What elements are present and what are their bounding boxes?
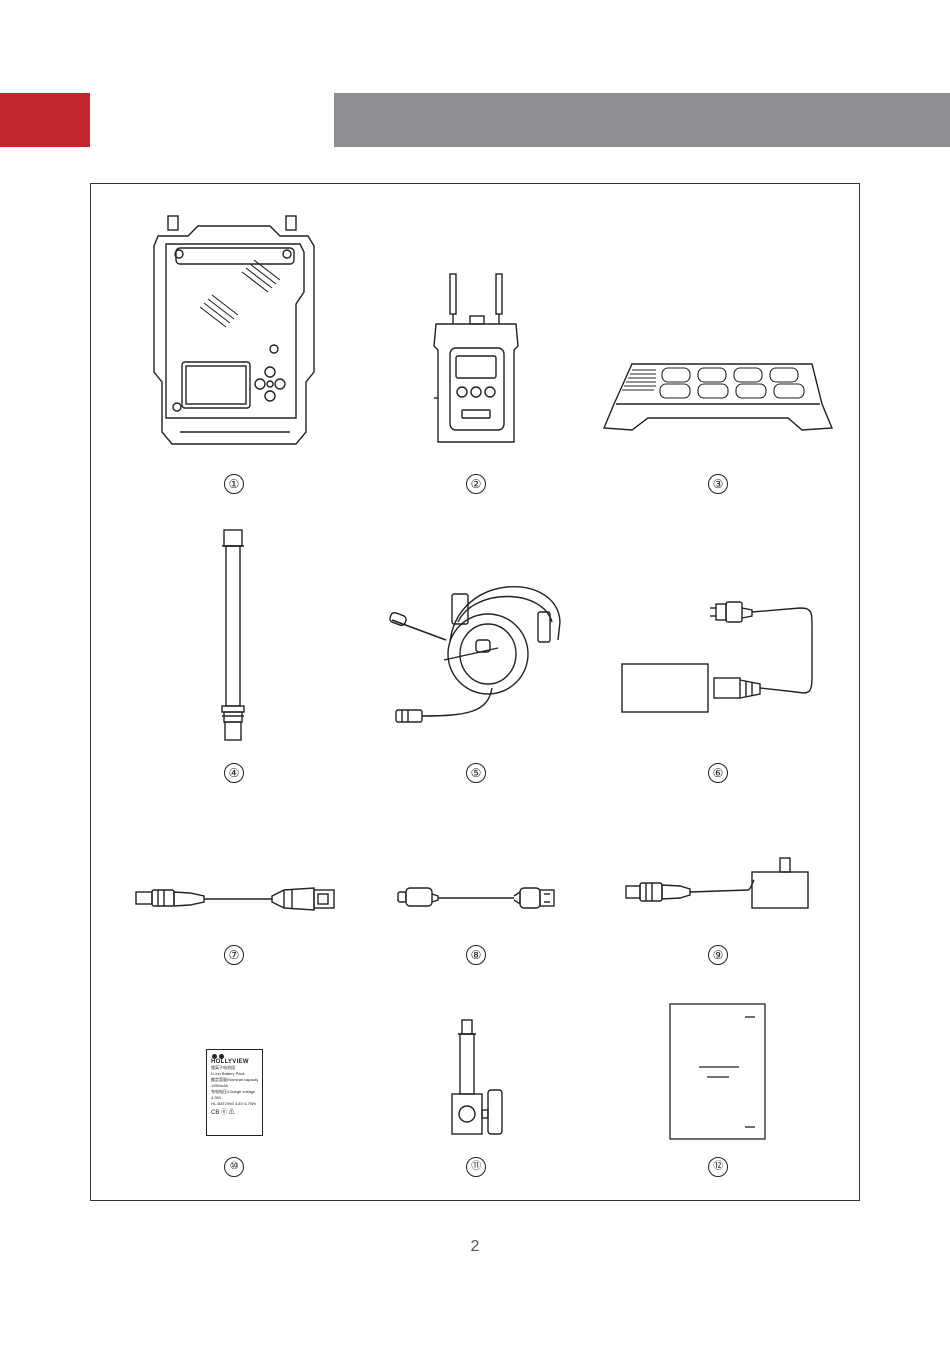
item-number-11: ⑪ — [466, 1157, 486, 1177]
item-number-1: ① — [224, 474, 244, 494]
mounting-clamp-icon — [450, 1018, 506, 1136]
headset-icon — [388, 582, 568, 728]
charging-dock-icon — [602, 358, 834, 436]
section-color-tab — [0, 93, 90, 147]
item-number-6: ⑥ — [708, 763, 728, 783]
xlr-power-adapter-icon — [624, 854, 812, 912]
usb-cable-icon — [396, 884, 556, 912]
battery-icon: HOLLYVIEW 锂离子电池组 Li-ion Battery Pack 额定容… — [206, 1049, 263, 1136]
user-manual-icon — [669, 1003, 766, 1140]
item-number-2: ② — [466, 474, 486, 494]
beltpack-icon — [430, 270, 522, 450]
item-number-12: ⑫ — [708, 1157, 728, 1177]
item-number-4: ④ — [224, 763, 244, 783]
item-number-10: ⑩ — [224, 1157, 244, 1177]
page-number: 2 — [0, 1238, 950, 1256]
item-number-9: ⑨ — [708, 945, 728, 965]
power-cable-icon — [620, 598, 818, 716]
item-number-5: ⑤ — [466, 763, 486, 783]
receiver-base-station-icon — [150, 212, 320, 452]
battery-certification-marks: CB ⓔ ⚠ — [211, 1110, 258, 1116]
item-number-3: ③ — [708, 474, 728, 494]
antenna-icon — [218, 528, 248, 742]
battery-contact-dots — [212, 1054, 226, 1060]
section-header-bar — [334, 93, 950, 147]
battery-label-line: HL-BAT1950 3.8V 6.7Wh — [211, 1101, 258, 1107]
xlr-to-rj45-cable-icon — [134, 884, 336, 914]
item-number-8: ⑧ — [466, 945, 486, 965]
item-number-7: ⑦ — [224, 945, 244, 965]
